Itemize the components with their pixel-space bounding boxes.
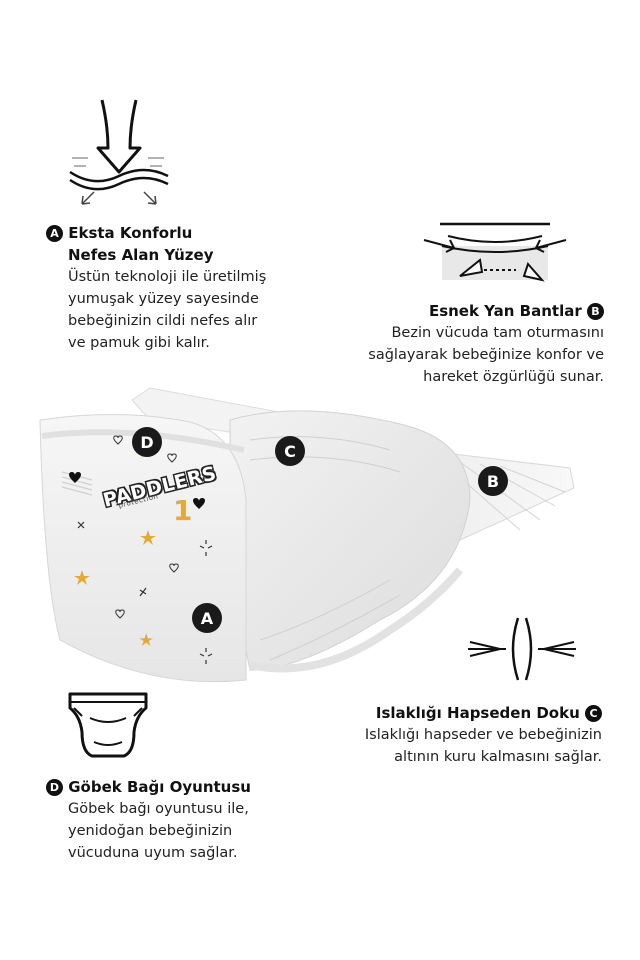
feature-d-title-text: Göbek Bağı Oyuntusu xyxy=(68,778,251,796)
marker-d: D xyxy=(132,427,162,457)
feature-a-title-line1: Eksta Konforlu xyxy=(68,224,193,242)
feature-a-title: A Eksta Konforlu xyxy=(46,222,316,244)
feature-a: A Eksta Konforlu Nefes Alan Yüzey Üstün … xyxy=(46,222,316,354)
feature-c-title: Islaklığı Hapseden Doku C xyxy=(282,702,602,724)
badge-c: C xyxy=(585,705,602,722)
feature-a-line: Üstün teknoloji ile üretilmiş xyxy=(68,269,267,285)
feature-c-line: altının kuru kalmasını sağlar. xyxy=(394,749,602,765)
feature-b-line: sağlayarak bebeğinize konfor ve xyxy=(368,347,604,363)
feature-c-title-text: Islaklığı Hapseden Doku xyxy=(375,704,580,722)
feature-a-desc: Üstün teknoloji ile üretilmiş yumuşak yü… xyxy=(46,266,316,354)
size-number: 1 xyxy=(173,494,193,527)
feature-b-title-text: Esnek Yan Bantlar xyxy=(428,302,582,320)
feature-b-title: Esnek Yan Bantlar B xyxy=(264,300,604,322)
badge-a: A xyxy=(46,225,63,242)
feature-d-desc: Göbek bağı oyuntusu ile, yenidoğan bebeğ… xyxy=(46,798,316,864)
feature-a-line: bebeğinizin cildi nefes alır xyxy=(68,313,258,329)
feature-d: D Göbek Bağı Oyuntusu Göbek bağı oyuntus… xyxy=(46,776,316,864)
diaper-outline-icon xyxy=(68,692,148,758)
feature-b-line: hareket özgürlüğü sunar. xyxy=(423,369,604,385)
breathable-surface-icon xyxy=(69,99,169,205)
feature-a-line: ve pamuk gibi kalır. xyxy=(68,335,210,351)
feature-a-line: yumuşak yüzey sayesinde xyxy=(68,291,259,307)
feature-d-line: yenidoğan bebeğinizin xyxy=(68,823,233,839)
feature-b-desc: Bezin vücuda tam oturmasını sağlayarak b… xyxy=(264,322,604,388)
feature-c-line: Islaklığı hapseder ve bebeğinizin xyxy=(364,727,602,743)
feature-b: Esnek Yan Bantlar B Bezin vücuda tam otu… xyxy=(264,300,604,388)
feature-c: Islaklığı Hapseden Doku C Islaklığı haps… xyxy=(282,702,602,768)
feature-d-line: vücuduna uyum sağlar. xyxy=(68,845,238,861)
marker-b: B xyxy=(478,466,508,496)
feature-d-title: D Göbek Bağı Oyuntusu xyxy=(46,776,316,798)
elastic-band-icon xyxy=(423,222,567,282)
badge-d: D xyxy=(46,779,63,796)
badge-b: B xyxy=(587,303,604,320)
marker-a: A xyxy=(192,603,222,633)
feature-d-line: Göbek bağı oyuntusu ile, xyxy=(68,801,249,817)
feature-b-line: Bezin vücuda tam oturmasını xyxy=(391,325,604,341)
feature-c-desc: Islaklığı hapseder ve bebeğinizin altını… xyxy=(282,724,602,768)
marker-c: C xyxy=(275,436,305,466)
absorb-lock-icon xyxy=(468,617,576,681)
feature-a-title-line2: Nefes Alan Yüzey xyxy=(68,246,214,264)
